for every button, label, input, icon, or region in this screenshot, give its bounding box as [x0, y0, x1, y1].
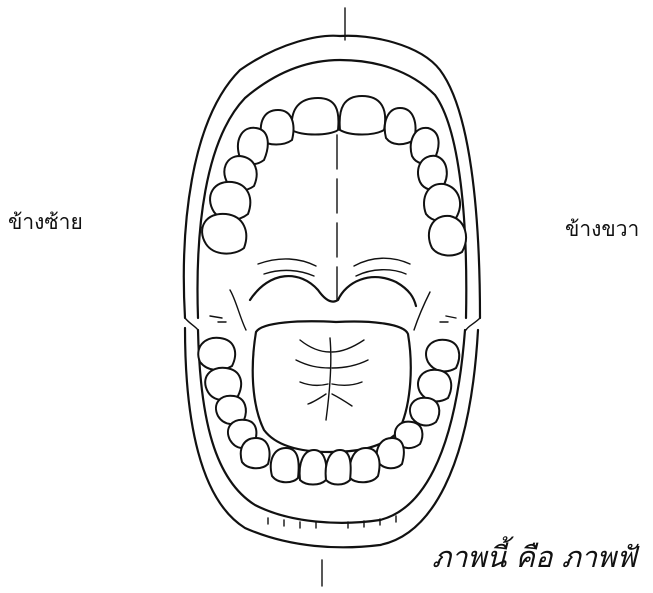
right-side-label: ข้างขวา [565, 213, 639, 246]
caption: ภาพนี้ คือ ภาพฟั [432, 534, 637, 580]
mouth-corner-left [185, 318, 198, 330]
mouth-corner-right [466, 318, 480, 330]
lower-teeth [198, 338, 459, 485]
upper-teeth [202, 96, 466, 255]
left-side-label: ข้างซ้าย [8, 206, 83, 239]
tongue [253, 321, 411, 452]
palate-lines [230, 258, 430, 330]
tongue-creases [296, 338, 368, 420]
